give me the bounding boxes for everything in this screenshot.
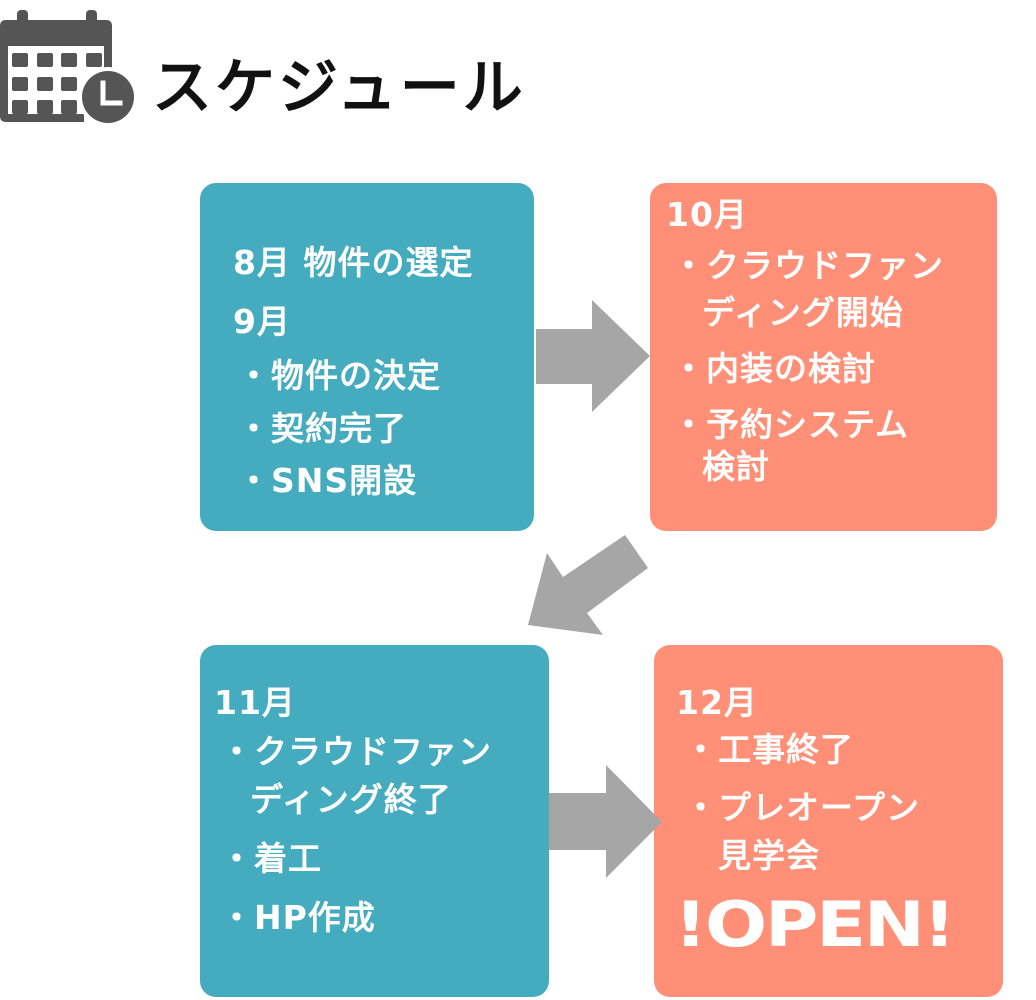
box-line: ・予約システム [672,405,910,444]
schedule-box-oct: 10月 ・クラウドファン ディング開始 ・内装の検討 ・予約システム 検討 [650,183,997,531]
box-line: ・工事終了 [684,730,854,769]
box-line: 見学会 [718,836,820,875]
box-line: ・物件の決定 [237,356,441,395]
arrow-right-icon [549,765,662,878]
box-line: ディング開始 [702,293,904,332]
box-line: ・プレオープン [684,788,921,827]
header: スケジュール [0,0,600,130]
schedule-box-aug-sep: 8月 物件の選定 9月 ・物件の決定 ・契約完了 ・SNS開設 [200,183,534,531]
box-line: 8月 物件の選定 [233,243,474,282]
calendar-clock-icon [0,10,138,127]
box-line: 12月 [676,683,758,722]
box-line: ・クラウドファン [672,246,944,285]
arrow-right-icon [536,300,650,412]
box-line: 10月 [666,195,748,234]
schedule-box-dec: 12月 ・工事終了 ・プレオープン 見学会 !OPEN! [654,645,1003,997]
open-highlight: !OPEN! [674,888,956,961]
box-line: ・HP作成 [220,898,376,937]
page-title: スケジュール [152,53,526,123]
box-line: ・契約完了 [237,409,407,448]
box-line: ・クラウドファン [220,732,492,771]
schedule-box-nov: 11月 ・クラウドファン ディング終了 ・着工 ・HP作成 [200,645,549,997]
box-line: 検討 [702,447,770,486]
box-line: 9月 [233,302,291,341]
box-line: ・SNS開設 [237,461,418,500]
arrow-down-left-icon [528,535,648,635]
box-line: ディング終了 [250,780,452,819]
box-line: 11月 [214,683,296,722]
box-line: ・着工 [220,839,322,878]
box-line: ・内装の検討 [672,349,876,388]
